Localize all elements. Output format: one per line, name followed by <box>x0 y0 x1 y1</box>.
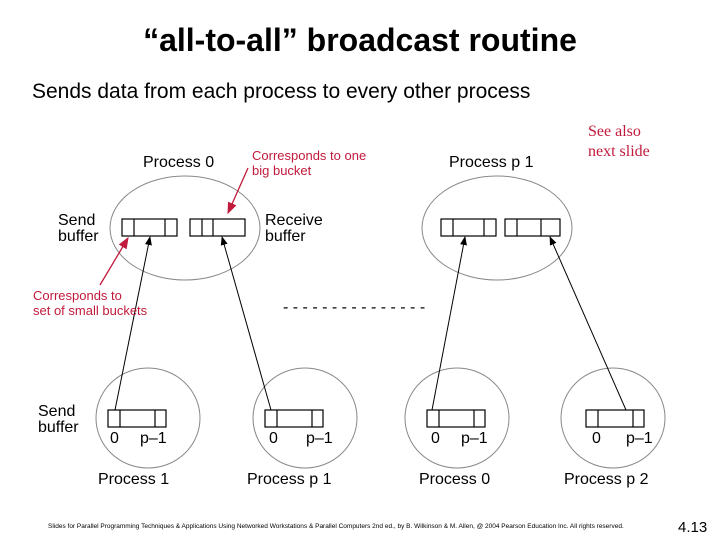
data-flow-arrows <box>114 236 627 411</box>
send-buffer-label-2: buffer <box>58 228 99 245</box>
slide-subtitle: Sends data from each process to every ot… <box>32 80 531 103</box>
index-low-1: 0 <box>110 430 119 447</box>
bottom-process-label-2: Process p 1 <box>247 471 332 488</box>
bottom-process-label-4: Process p 2 <box>564 471 649 488</box>
bottom-process-label-3: Process 0 <box>419 471 490 488</box>
small-buckets-note-1: Corresponds to <box>33 288 122 303</box>
big-bucket-note-1: Corresponds to one <box>252 148 366 163</box>
index-low-4: 0 <box>592 430 601 447</box>
process-p1-label: Process p 1 <box>449 154 534 171</box>
slide-title: “all-to-all” broadcast routine <box>143 22 577 58</box>
bottom-buffer-4 <box>585 409 645 428</box>
index-low-3: 0 <box>431 430 440 447</box>
bottom-process-label-1: Process 1 <box>98 471 169 488</box>
bottom-send-buffer-label-2: buffer <box>38 419 79 436</box>
index-low-2: 0 <box>269 430 278 447</box>
small-buckets-note-2: set of small buckets <box>33 303 148 318</box>
bottom-process-0-circle <box>404 367 510 469</box>
process-0-send-buffer <box>121 218 178 237</box>
process-0-label: Process 0 <box>143 154 214 171</box>
process-0-receive-buffer <box>189 218 246 237</box>
page-number: 4.13 <box>678 519 707 536</box>
process-0-circle <box>109 175 261 281</box>
bottom-buffer-1 <box>107 409 167 428</box>
small-buckets-arrow <box>99 236 129 286</box>
footer-credit: Slides for Parallel Programming Techniqu… <box>48 523 624 530</box>
bottom-process-1-circle <box>95 367 201 469</box>
bottom-process-p2-circle <box>560 367 666 469</box>
see-also-note-1: See also <box>588 123 641 140</box>
bottom-send-buffer-label-1: Send <box>38 403 75 420</box>
send-buffer-label-1: Send <box>58 212 95 229</box>
bottom-buffer-2 <box>264 409 324 428</box>
receive-buffer-label-1: Receive <box>265 212 323 229</box>
big-bucket-arrow <box>227 167 249 215</box>
index-high-3: p–1 <box>461 430 488 447</box>
big-bucket-note-2: big bucket <box>252 163 312 178</box>
bottom-process-p1-circle <box>252 367 358 469</box>
index-high-1: p–1 <box>140 430 167 447</box>
see-also-note-2: next slide <box>588 143 650 160</box>
process-p1-receive-buffer <box>504 218 561 237</box>
process-p1-circle <box>421 175 573 281</box>
process-p1-send-buffer <box>440 218 497 237</box>
receive-buffer-label-2: buffer <box>265 228 306 245</box>
index-high-2: p–1 <box>306 430 333 447</box>
ellipsis-dashes: - - - - - - - - - - - - - - - <box>283 299 425 316</box>
bottom-buffer-3 <box>426 409 486 428</box>
index-high-4: p–1 <box>626 430 653 447</box>
